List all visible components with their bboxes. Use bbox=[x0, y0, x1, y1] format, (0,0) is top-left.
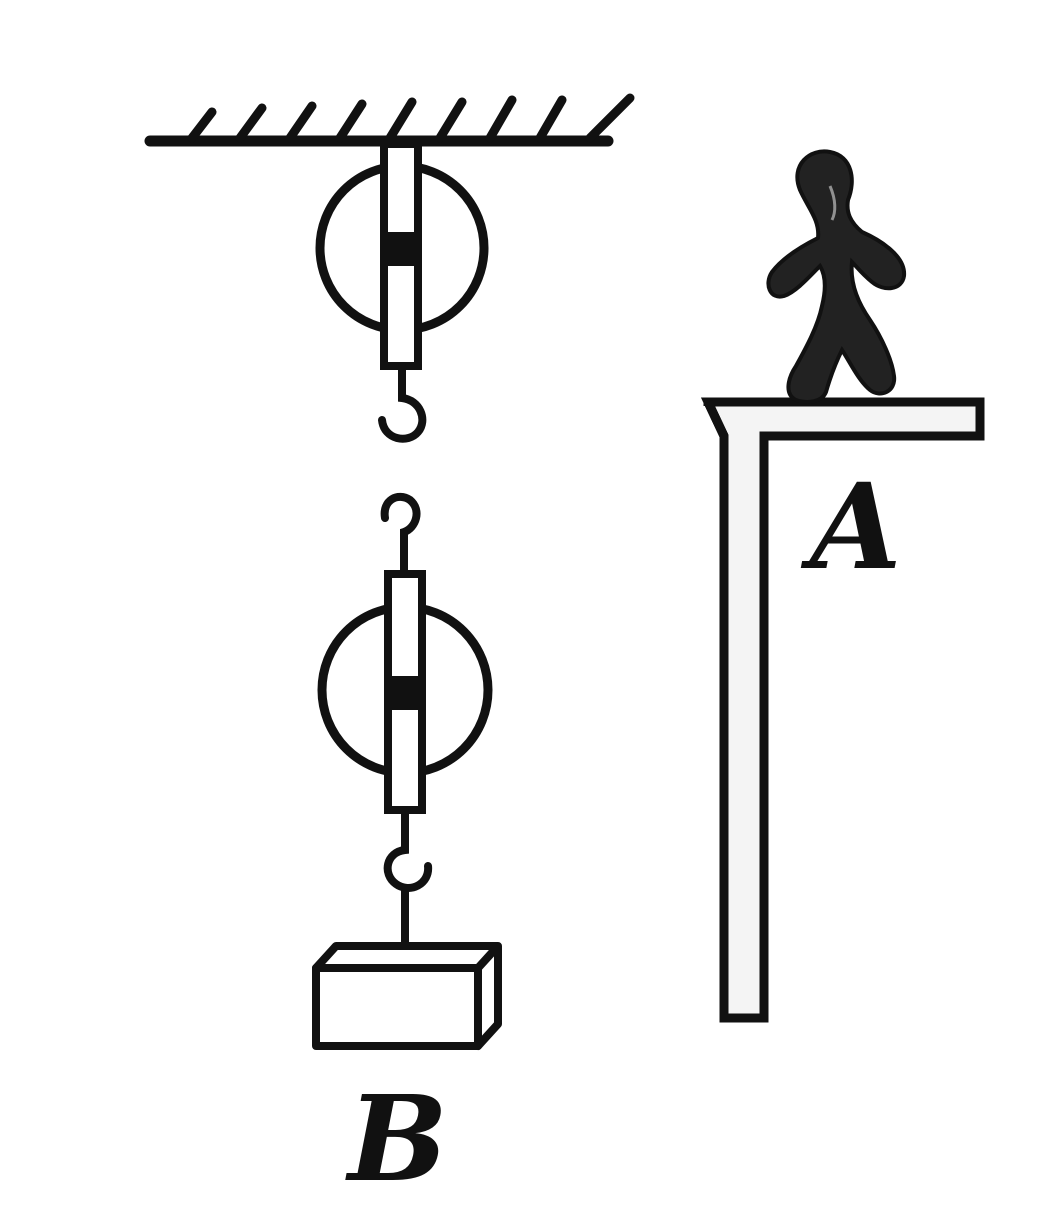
fixed-pulley bbox=[315, 140, 489, 443]
label-b: B bbox=[348, 1069, 448, 1208]
movable-pulley bbox=[317, 492, 493, 948]
fixed-pulley-hook-icon bbox=[378, 362, 427, 443]
platform-a bbox=[700, 397, 985, 1023]
label-a: A bbox=[810, 457, 902, 596]
person-icon bbox=[766, 149, 907, 404]
movable-pulley-axle bbox=[390, 676, 420, 710]
movable-pulley-bottom-hook-icon bbox=[383, 806, 433, 892]
fixed-pulley-axle bbox=[386, 232, 416, 266]
movable-pulley-hook-icon bbox=[380, 492, 421, 578]
ceiling-hatching bbox=[144, 93, 635, 147]
block-b bbox=[312, 942, 502, 1050]
